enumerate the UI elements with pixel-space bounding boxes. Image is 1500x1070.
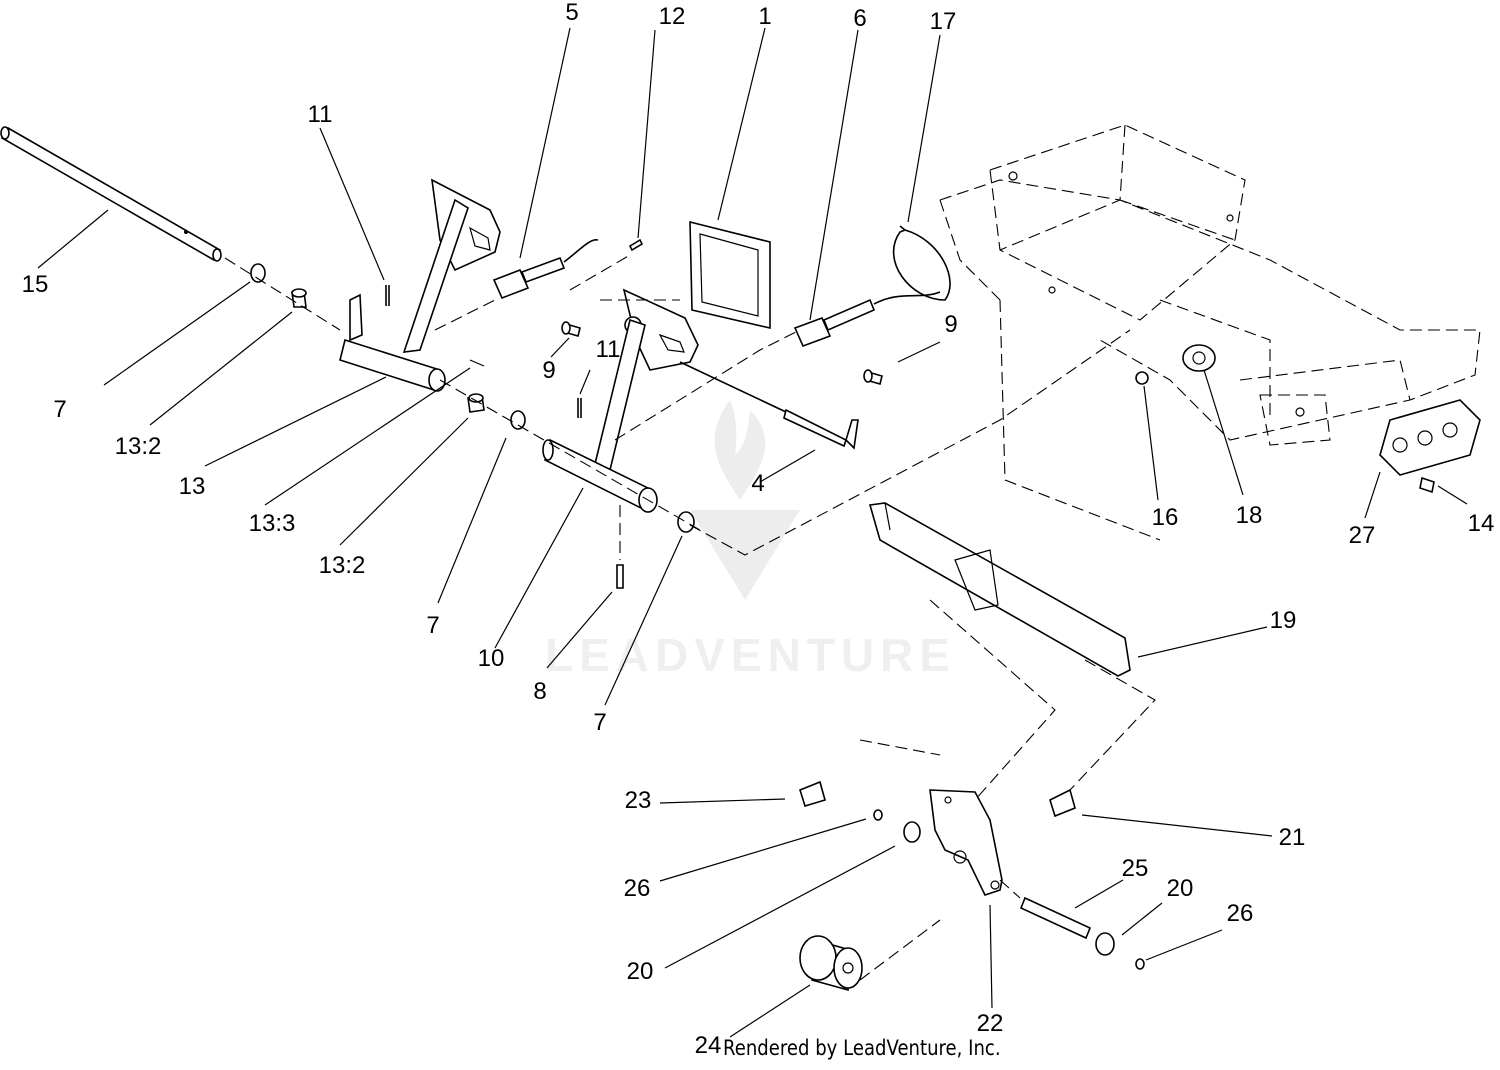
callout-10: 10 — [477, 645, 505, 672]
pin-11-right — [577, 398, 582, 418]
callout-12: 12 — [658, 3, 686, 30]
callout-13: 13 — [178, 473, 206, 500]
watermark-logo — [690, 400, 800, 600]
pedal-13 — [339, 178, 501, 392]
callout-19: 19 — [1269, 607, 1297, 634]
clevis-pin-9-right — [863, 369, 883, 385]
callout-15: 15 — [21, 271, 49, 298]
frame-chassis — [939, 124, 1481, 541]
leader-lines — [37, 27, 1468, 1038]
washer-7-left — [250, 263, 266, 283]
pin-25 — [1019, 896, 1092, 940]
callout-14: 14 — [1467, 510, 1495, 537]
callout-11-right: 11 — [595, 336, 621, 363]
bolt-21 — [1049, 788, 1076, 818]
callout-25: 25 — [1121, 855, 1149, 882]
callout-16: 16 — [1151, 504, 1179, 531]
callout-9-left: 9 — [542, 357, 556, 384]
callout-1: 1 — [758, 3, 772, 30]
bearing-18 — [1182, 344, 1216, 372]
pedal-pad-1 — [689, 220, 771, 330]
callout-7-right: 7 — [593, 709, 607, 736]
plate-27 — [1379, 399, 1481, 476]
callout-9-right: 9 — [944, 311, 958, 338]
callout-18: 18 — [1235, 502, 1263, 529]
bracket-22 — [929, 789, 1003, 896]
roller-24 — [799, 935, 863, 992]
callout-4: 4 — [751, 470, 765, 497]
callout-26-left: 26 — [623, 875, 651, 902]
nut-16 — [1135, 371, 1149, 385]
clevis-pin-9-left — [561, 321, 581, 337]
callout-7-left: 7 — [53, 396, 67, 423]
callout-8: 8 — [533, 678, 547, 705]
callout-11-left: 11 — [307, 101, 333, 128]
callout-17: 17 — [929, 8, 957, 35]
callout-7-middle: 7 — [426, 612, 440, 639]
washer-20-right — [1095, 932, 1115, 956]
cable-6 — [793, 291, 941, 348]
clip-26-left — [873, 809, 883, 821]
pin-11-left — [385, 285, 390, 306]
callout-20-left: 20 — [626, 958, 654, 985]
bolt-14 — [1419, 476, 1435, 494]
clip-26-right — [1135, 958, 1145, 970]
washer-7-right — [677, 511, 695, 533]
pin-13-3 — [469, 359, 485, 367]
callout-6: 6 — [853, 5, 867, 32]
pin-12 — [628, 238, 644, 252]
watermark-text: LEADVENTURE — [545, 629, 957, 681]
washer-20-left — [903, 821, 921, 843]
cable-5 — [492, 239, 599, 300]
callout-13-2-left: 13:2 — [114, 433, 162, 460]
assembly-lines — [224, 254, 1156, 981]
callout-23: 23 — [624, 787, 652, 814]
callout-22: 22 — [976, 1010, 1004, 1037]
credit-text: Rendered by LeadVenture, Inc. — [723, 1036, 1001, 1060]
bushing-13-2-right — [467, 393, 485, 413]
rod-4-leader — [679, 361, 787, 413]
rod-4 — [783, 408, 859, 450]
callout-27: 27 — [1348, 522, 1376, 549]
callout-13-2-right: 13:2 — [318, 552, 366, 579]
spring-17 — [892, 225, 951, 301]
callout-21: 21 — [1278, 824, 1306, 851]
callout-24: 24 — [694, 1032, 722, 1059]
bolt-23 — [799, 780, 826, 807]
pedal-10 — [542, 288, 699, 513]
washer-7-middle — [510, 410, 526, 430]
bushing-13-2-left — [291, 288, 307, 308]
roll-pin-8 — [616, 564, 624, 589]
bar-19 — [868, 502, 1131, 677]
callout-26-right: 26 — [1226, 900, 1254, 927]
callout-13-3: 13:3 — [248, 510, 296, 537]
callout-5: 5 — [565, 0, 579, 26]
callout-20-right: 20 — [1166, 875, 1194, 902]
shaft-15 — [0, 126, 222, 262]
